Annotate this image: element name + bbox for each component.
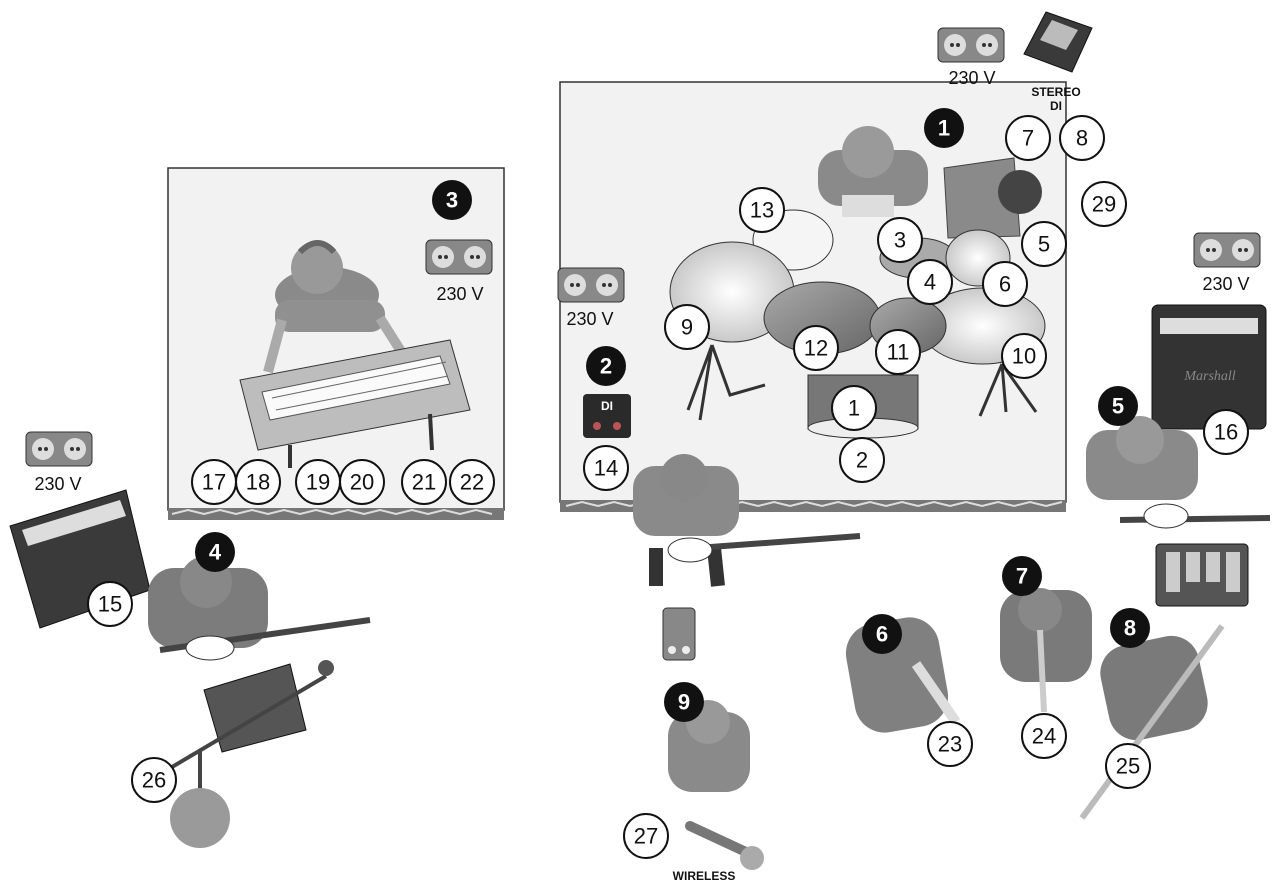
musician-marker-8: 8 <box>1110 608 1150 648</box>
item-marker-17: 17 <box>192 460 236 504</box>
item-marker-9-label: 9 <box>681 315 693 340</box>
di-box-label: DI <box>601 399 613 413</box>
stereo-di-label-2: DI <box>1050 99 1062 113</box>
musician-marker-5: 5 <box>1098 386 1138 426</box>
item-marker-21: 21 <box>402 460 446 504</box>
effects-pedal <box>663 608 695 660</box>
item-marker-5: 5 <box>1022 222 1066 266</box>
item-marker-10-label: 10 <box>1012 344 1036 369</box>
item-marker-14: 14 <box>584 446 628 490</box>
power-label: 230 V <box>436 284 483 304</box>
item-marker-23: 23 <box>928 722 972 766</box>
item-marker-19-label: 19 <box>306 470 330 495</box>
svg-text:Marshall: Marshall <box>1183 369 1235 384</box>
item-marker-1-label: 1 <box>848 396 860 421</box>
wireless-mic: WIRELESS <box>673 826 764 883</box>
power-outlet-guitar-right: 230 V <box>1194 233 1260 294</box>
item-marker-11-label: 11 <box>887 340 910 365</box>
power-label: 230 V <box>1202 274 1249 294</box>
item-marker-2: 2 <box>840 438 884 482</box>
power-label: 230 V <box>566 309 613 329</box>
item-marker-8-label: 8 <box>1076 126 1088 151</box>
musician-marker-4: 4 <box>195 532 235 572</box>
guitar-amp-right: Marshall <box>1152 305 1266 429</box>
guitarist-left-figure <box>148 556 370 660</box>
item-marker-3: 3 <box>878 218 922 262</box>
item-marker-14-label: 14 <box>594 456 618 481</box>
item-marker-17-label: 17 <box>202 470 226 495</box>
item-marker-29: 29 <box>1082 182 1126 226</box>
power-outlet-guitar-left: 230 V <box>26 432 92 494</box>
pedalboard-right <box>1156 544 1248 606</box>
item-marker-24-label: 24 <box>1032 724 1056 749</box>
item-marker-5-label: 5 <box>1038 232 1050 257</box>
item-marker-25-label: 25 <box>1116 754 1140 779</box>
item-marker-7-label: 7 <box>1022 126 1034 151</box>
item-marker-8: 8 <box>1060 116 1104 160</box>
item-marker-27: 27 <box>624 814 668 858</box>
wireless-label: WIRELESS <box>673 869 736 883</box>
horn-player-7-figure <box>1000 588 1092 712</box>
musician-marker-6-label: 6 <box>876 622 888 647</box>
item-marker-4: 4 <box>908 260 952 304</box>
power-label: 230 V <box>34 474 81 494</box>
musician-marker-2-label: 2 <box>600 354 612 379</box>
item-marker-15-label: 15 <box>98 592 122 617</box>
musician-marker-1-label: 1 <box>938 116 950 141</box>
musician-marker-4-label: 4 <box>209 540 222 565</box>
item-marker-20: 20 <box>340 460 384 504</box>
stereo-di-label-1: STEREO <box>1031 85 1080 99</box>
item-marker-4-label: 4 <box>924 270 936 295</box>
musician-marker-1: 1 <box>924 108 964 148</box>
item-marker-15: 15 <box>88 582 132 626</box>
item-marker-24: 24 <box>1022 714 1066 758</box>
musician-marker-7-label: 7 <box>1016 564 1028 589</box>
item-marker-10: 10 <box>1002 334 1046 378</box>
power-outlet-drums: 230 V <box>938 28 1004 88</box>
item-marker-6: 6 <box>983 262 1027 306</box>
item-marker-21-label: 21 <box>412 470 436 495</box>
item-marker-13: 13 <box>740 188 784 232</box>
item-marker-12-label: 12 <box>804 336 828 361</box>
item-marker-16-label: 16 <box>1214 420 1238 445</box>
item-marker-11: 11 <box>876 330 920 374</box>
item-marker-25: 25 <box>1106 744 1150 788</box>
musician-marker-6: 6 <box>862 614 902 654</box>
item-marker-3-label: 3 <box>894 228 906 253</box>
item-marker-16: 16 <box>1204 410 1248 454</box>
item-marker-18-label: 18 <box>246 470 270 495</box>
item-marker-13-label: 13 <box>750 198 774 223</box>
item-marker-2-label: 2 <box>856 448 868 473</box>
item-marker-19: 19 <box>296 460 340 504</box>
stereo-di-box: STEREO DI <box>1024 12 1092 113</box>
musician-marker-3: 3 <box>432 180 472 220</box>
musician-marker-9: 9 <box>664 682 704 722</box>
musician-marker-9-label: 9 <box>678 690 690 715</box>
item-marker-23-label: 23 <box>938 732 962 757</box>
musician-marker-5-label: 5 <box>1112 394 1124 419</box>
di-box: DI <box>583 394 631 438</box>
item-marker-1: 1 <box>832 386 876 430</box>
item-marker-18: 18 <box>236 460 280 504</box>
musician-marker-2: 2 <box>586 346 626 386</box>
musician-marker-3-label: 3 <box>446 188 458 213</box>
item-marker-6-label: 6 <box>999 272 1011 297</box>
item-marker-22: 22 <box>450 460 494 504</box>
musician-marker-8-label: 8 <box>1124 616 1136 641</box>
item-marker-26: 26 <box>132 758 176 802</box>
power-label: 230 V <box>948 68 995 88</box>
item-marker-29-label: 29 <box>1092 192 1116 217</box>
musician-marker-7: 7 <box>1002 556 1042 596</box>
item-marker-20-label: 20 <box>350 470 374 495</box>
item-marker-7: 7 <box>1006 116 1050 160</box>
item-marker-26-label: 26 <box>142 768 166 793</box>
item-marker-12: 12 <box>794 326 838 370</box>
horn-player-8-figure <box>1082 626 1222 818</box>
power-outlet-keys: 230 V <box>426 240 492 304</box>
item-marker-22-label: 22 <box>460 470 484 495</box>
item-marker-9: 9 <box>665 305 709 349</box>
item-marker-27-label: 27 <box>634 824 658 849</box>
